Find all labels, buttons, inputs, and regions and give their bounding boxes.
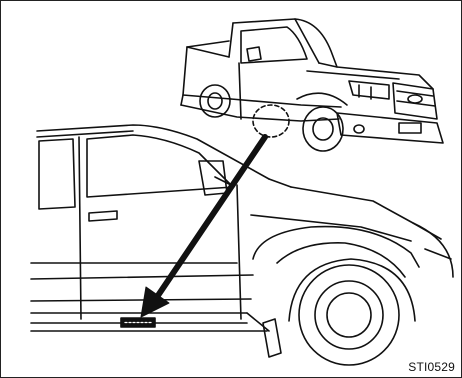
pickup-truck-overview [181,19,443,151]
sill-plate [121,318,155,327]
vehicle-side-closeup [31,125,453,365]
figure-reference-code: STI0529 [408,360,455,374]
callout-arrow [141,137,265,317]
callout-circle [253,105,289,137]
